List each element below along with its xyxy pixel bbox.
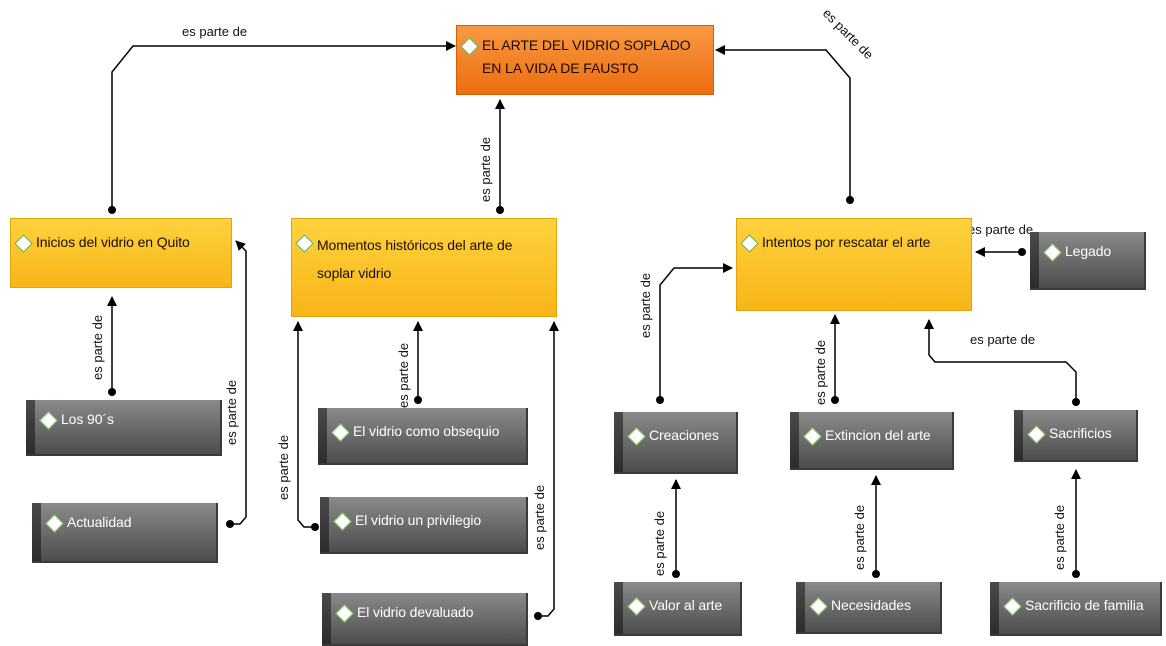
link-dot [534,612,542,620]
link-label: es parte de [638,273,653,338]
link-dot [1072,398,1080,406]
concept-label: Valor al arte [649,597,723,613]
concept-label-line: EN LA VIDA DE FAUSTO [482,60,639,76]
concept-los90[interactable]: Los 90´s [26,400,222,456]
link-dot [226,520,234,528]
concept-label: Inicios del vidrio en Quito [36,234,190,250]
concept-label: Creaciones [649,427,719,443]
concept-inicios[interactable]: Inicios del vidrio en Quito [10,218,232,288]
concept-label: Sacrificio de familia [1025,597,1144,613]
link-label: es parte de [970,332,1035,347]
concept-label: El vidrio un privilegio [355,512,482,528]
concept-legado[interactable]: Legado [1030,232,1146,290]
concept-label: Los 90´s [61,411,114,427]
link-label: es parte de [1052,505,1067,570]
concept-label: Intentos por rescatar el arte [762,234,931,250]
concept-sacrificios[interactable]: Sacrificios [1014,410,1138,462]
concept-label-line: soplar vidrio [317,265,392,281]
link-label: es parte de [396,343,411,408]
link-label: es parte de [276,435,291,500]
link-dot [1072,570,1080,578]
link-label: es parte de [813,340,828,405]
link-privilegio-momentos [293,321,315,528]
link-inicios-root [111,41,456,210]
concept-label: Actualidad [67,514,132,530]
concept-label: El vidrio como obsequio [353,423,500,439]
link-dot [496,206,504,214]
link-label: es parte de [852,505,867,570]
concept-valor[interactable]: Valor al arte [614,582,742,636]
link-label: es parte de [90,315,105,380]
link-label: es parte de [652,511,667,576]
concept-label: EL ARTE DEL VIDRIO SOPLADO EN LA VIDA DE… [482,34,691,80]
concept-label: Extincion del arte [825,427,931,443]
concept-obsequio[interactable]: El vidrio como obsequio [318,408,528,465]
concept-icon [1003,597,1022,616]
concept-label-line: Momentos históricos del arte de [317,237,513,253]
link-devaluado-momentos [538,321,559,617]
concept-icon [1043,243,1062,262]
concept-label: El vidrio devaluado [357,604,474,620]
link-label: es parte de [224,380,239,445]
concept-creaciones[interactable]: Creaciones [614,412,738,474]
concept-necesidades[interactable]: Necesidades [796,582,942,634]
concept-extincion[interactable]: Extincion del arte [790,412,954,470]
link-dot [108,388,116,396]
link-label: es parte de [478,137,493,202]
concept-label: Momentos históricos del arte de soplar v… [317,231,512,287]
link-intentos-root [715,45,851,200]
concept-label-line: EL ARTE DEL VIDRIO SOPLADO [482,37,691,53]
link-dot [656,396,664,404]
link-dot [311,523,319,531]
concept-icon [335,604,354,623]
concept-label: Sacrificios [1049,425,1112,441]
concept-root[interactable]: EL ARTE DEL VIDRIO SOPLADO EN LA VIDA DE… [456,25,714,95]
link-label: es parte de [968,222,1033,237]
link-label: es parte de [532,485,547,550]
concept-icon [809,597,828,616]
link-dot [108,206,116,214]
concept-icon [803,427,822,446]
link-dot [672,570,680,578]
concept-icon [39,411,58,430]
concept-icon [1027,425,1046,444]
concept-devaluado[interactable]: El vidrio devaluado [322,593,528,646]
concept-label: Necesidades [831,597,911,613]
concept-actualidad[interactable]: Actualidad [32,503,218,563]
concept-momentos[interactable]: Momentos históricos del arte de soplar v… [291,218,557,317]
link-actualidad-inicios [230,240,247,525]
link-sacrificios-intentos [924,319,1077,402]
concept-sacrificio-familia[interactable]: Sacrificio de familia [990,582,1162,636]
concept-icon [331,423,350,442]
concept-icon [740,234,759,253]
link-dot [872,570,880,578]
link-dot [846,196,854,204]
link-dot [831,396,839,404]
concept-icon [460,37,479,56]
concept-icon [627,427,646,446]
concept-icon [333,512,352,531]
concept-label: Legado [1065,243,1112,259]
concept-privilegio[interactable]: El vidrio un privilegio [320,497,528,554]
link-label: es parte de [182,24,247,39]
concept-icon [295,234,314,253]
concept-icon [627,597,646,616]
link-dot [414,396,422,404]
link-creaciones-intentos [659,263,733,400]
concept-icon [45,514,64,533]
concept-intentos[interactable]: Intentos por rescatar el arte [736,218,972,311]
link-dot [1018,248,1026,256]
concept-icon [14,234,33,253]
